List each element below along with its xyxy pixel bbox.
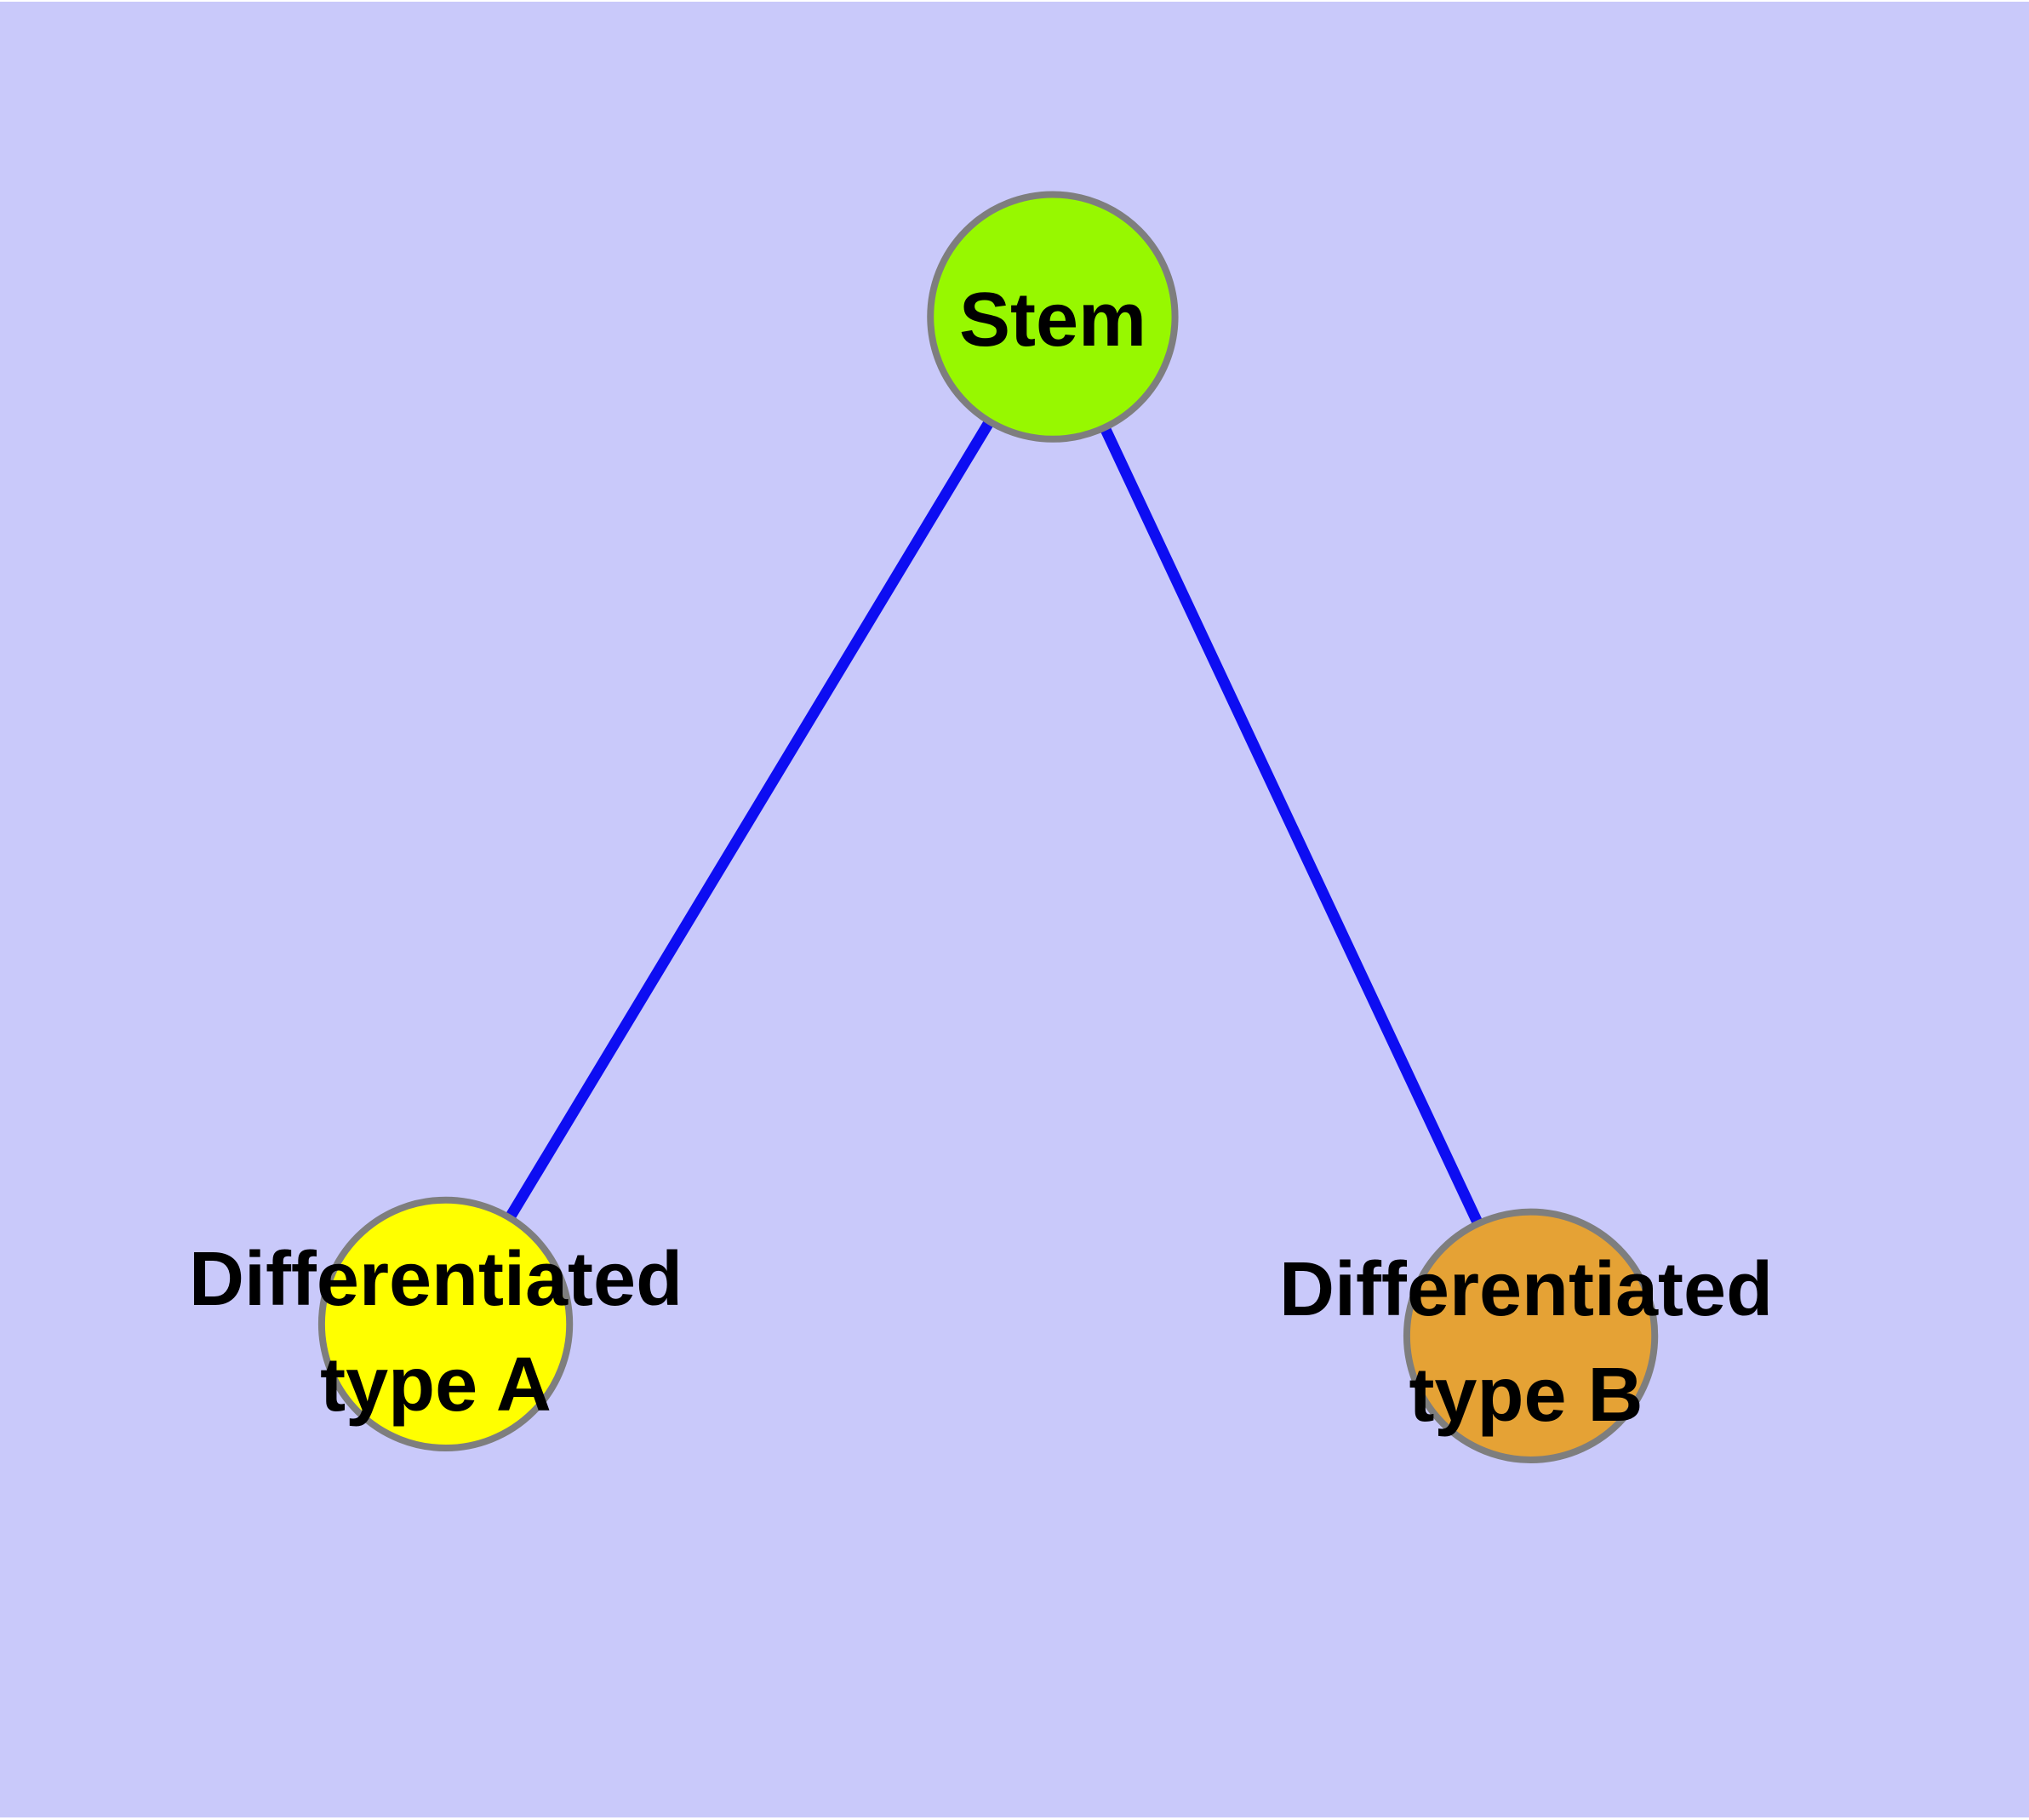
- node-differentiated-type-b-circle: [1403, 1208, 1659, 1463]
- node-differentiated-type-a-circle: [317, 1196, 574, 1452]
- edge-stem-to-type-a: [441, 313, 1058, 1327]
- node-differentiated-type-b-label: Differentiated type B: [1278, 1246, 1774, 1438]
- node-stem-circle: [927, 191, 1179, 443]
- node-stem-label: Stem: [958, 277, 1147, 363]
- edge-stem-to-type-b: [1048, 314, 1536, 1339]
- node-differentiated-type-a-label: Differentiated type A: [188, 1236, 683, 1428]
